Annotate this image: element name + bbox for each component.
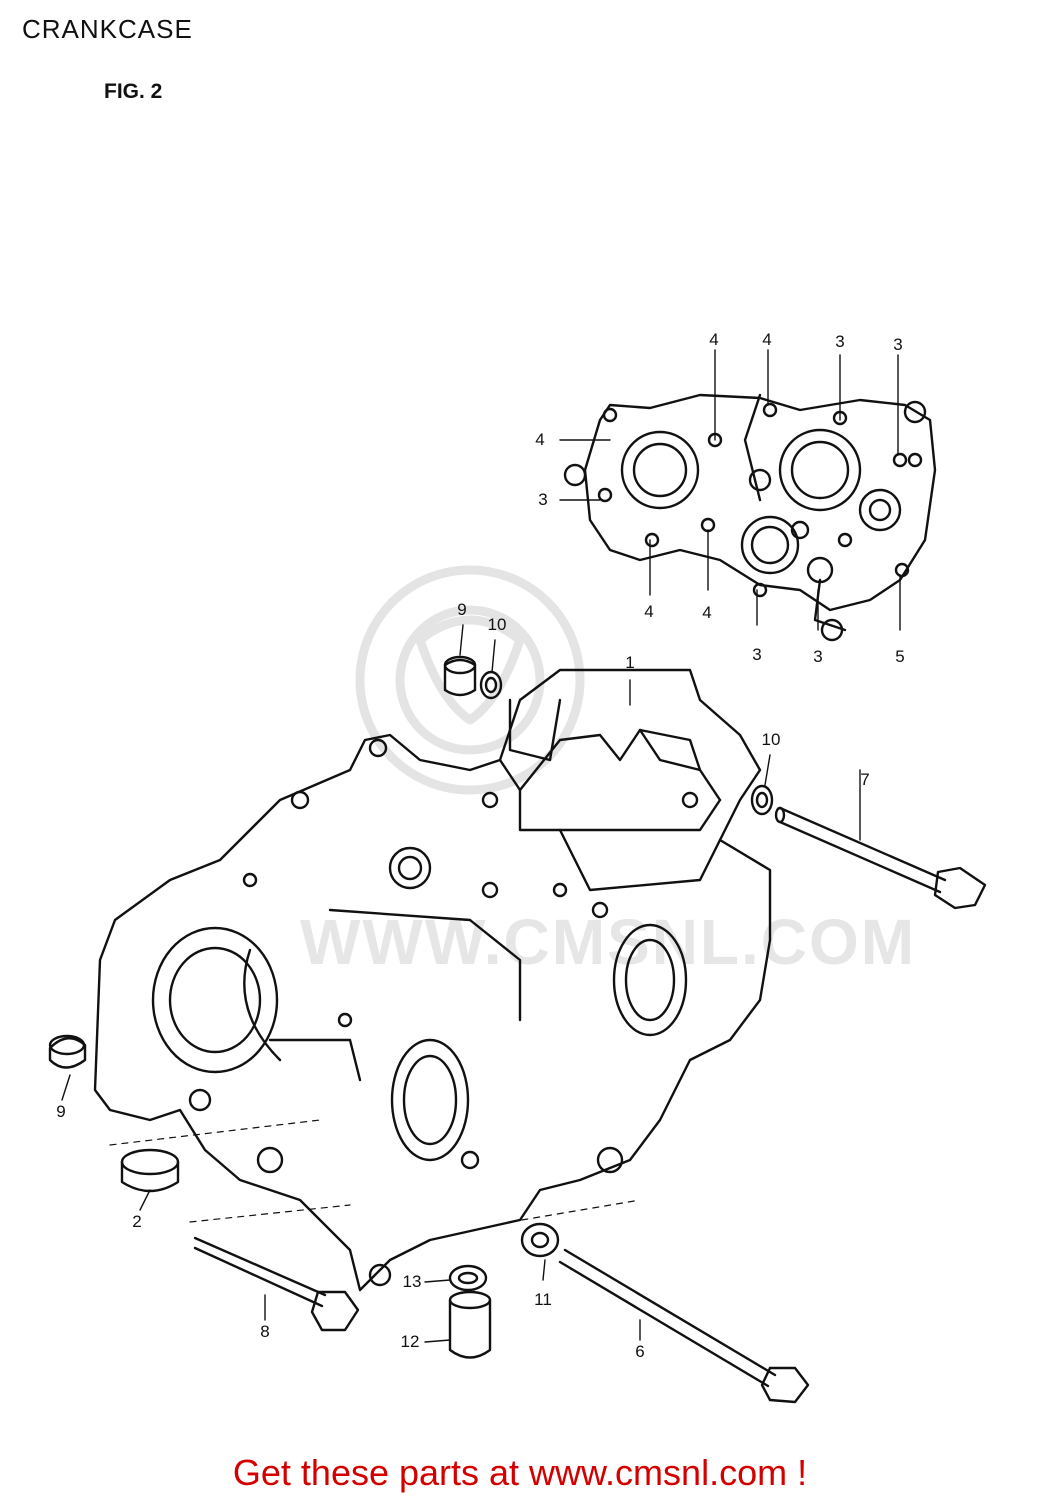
callout-6: 6 — [635, 1342, 645, 1361]
callout-4: 4 — [762, 330, 772, 349]
callout-10: 10 — [487, 615, 507, 634]
figure-label: FIG. 2 — [104, 80, 163, 103]
callout-4: 4 — [702, 603, 712, 622]
callout-11: 11 — [534, 1290, 552, 1309]
cmsnl-link[interactable]: www.cmsnl.com — [529, 1452, 788, 1493]
callout-4: 4 — [644, 602, 654, 621]
callout-4: 4 — [709, 330, 719, 349]
crankcase-main — [93, 668, 772, 1292]
callout-3: 3 — [893, 335, 903, 354]
leader-lines — [61, 349, 901, 1343]
callout-3: 3 — [752, 645, 762, 664]
construction-lines — [109, 1119, 641, 1223]
part-2-dowel — [120, 1148, 180, 1193]
callout-4: 4 — [535, 430, 545, 449]
part-9-upper — [443, 655, 477, 697]
footer-prefix: Get these parts at — [232, 1452, 530, 1493]
callout-9: 9 — [457, 600, 467, 619]
callout-5: 5 — [895, 647, 905, 666]
promo-footer: Get these parts at www.cmsnl.com ! — [0, 1452, 1040, 1494]
callout-8: 8 — [260, 1322, 270, 1341]
part-13-gasket — [448, 1264, 488, 1292]
part-11-washer — [520, 1222, 560, 1258]
callout-3: 3 — [538, 490, 548, 509]
callout-1: 1 — [625, 653, 635, 672]
crankcase-inner-view — [563, 393, 937, 642]
part-12-plug — [448, 1290, 492, 1359]
footer-suffix: ! — [787, 1452, 808, 1493]
callout-3: 3 — [813, 647, 823, 666]
callout-13: 13 — [402, 1272, 422, 1291]
part-10-right — [750, 784, 774, 816]
part-8-bolt — [193, 1236, 360, 1332]
callout-2: 2 — [132, 1212, 142, 1231]
part-10-upper — [479, 670, 503, 700]
callout-9: 9 — [56, 1102, 66, 1121]
page-title: CRANKCASE — [22, 14, 193, 44]
callout-3: 3 — [835, 332, 845, 351]
part-9-lower — [48, 1034, 87, 1069]
callout-7: 7 — [860, 770, 870, 789]
callout-10: 10 — [761, 730, 781, 749]
part-6-bolt — [558, 1248, 810, 1404]
watermark: WWW.CMSNL.COM — [300, 906, 917, 978]
part-7-bolt — [774, 806, 987, 910]
callout-12: 12 — [400, 1332, 420, 1351]
